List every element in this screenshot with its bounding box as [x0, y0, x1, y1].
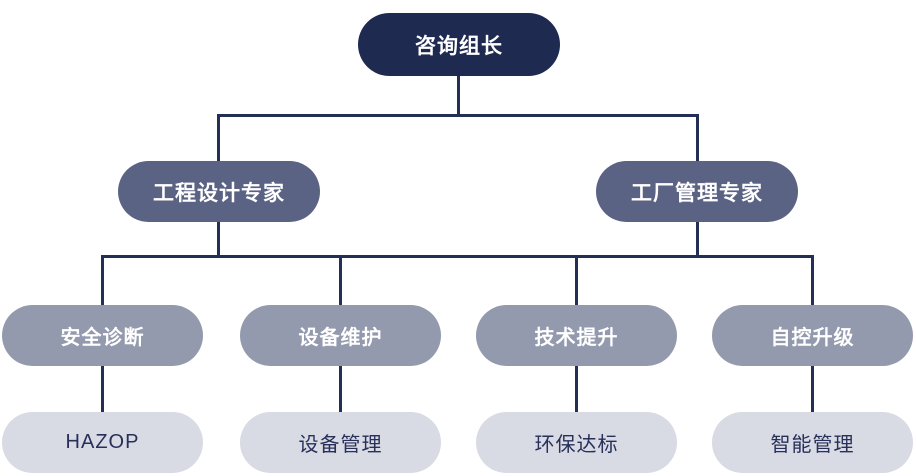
connector-level2-right-down — [696, 221, 699, 257]
connector-level4-drop-1 — [101, 365, 104, 413]
node-safety-diagnosis: 安全诊断 — [2, 305, 203, 366]
node-equipment-management: 设备管理 — [240, 412, 441, 473]
connector-level3-drop-4 — [811, 255, 814, 306]
node-intelligent-management: 智能管理 — [712, 412, 913, 473]
node-hazop: HAZOP — [2, 412, 203, 473]
connector-level3-drop-2 — [339, 255, 342, 306]
node-engineering-design-expert: 工程设计专家 — [118, 161, 320, 222]
connector-level3-drop-1 — [101, 255, 104, 306]
node-equipment-maintenance: 设备维护 — [240, 305, 441, 366]
node-automation-upgrade: 自控升级 — [712, 305, 913, 366]
connector-level4-drop-2 — [339, 365, 342, 413]
connector-bus-level2 — [217, 114, 699, 117]
node-environmental-compliance: 环保达标 — [476, 412, 677, 473]
node-factory-management-expert: 工厂管理专家 — [596, 161, 798, 222]
connector-level2-right-up — [696, 114, 699, 162]
connector-level3-drop-3 — [575, 255, 578, 306]
connector-bus-level3 — [101, 255, 814, 258]
node-consulting-group-leader: 咨询组长 — [358, 13, 560, 76]
connector-level2-left-down — [217, 221, 220, 257]
connector-level4-drop-3 — [575, 365, 578, 413]
connector-root-down — [457, 76, 460, 116]
connector-level4-drop-4 — [811, 365, 814, 413]
node-technology-improvement: 技术提升 — [476, 305, 677, 366]
connector-level2-left-up — [217, 114, 220, 162]
